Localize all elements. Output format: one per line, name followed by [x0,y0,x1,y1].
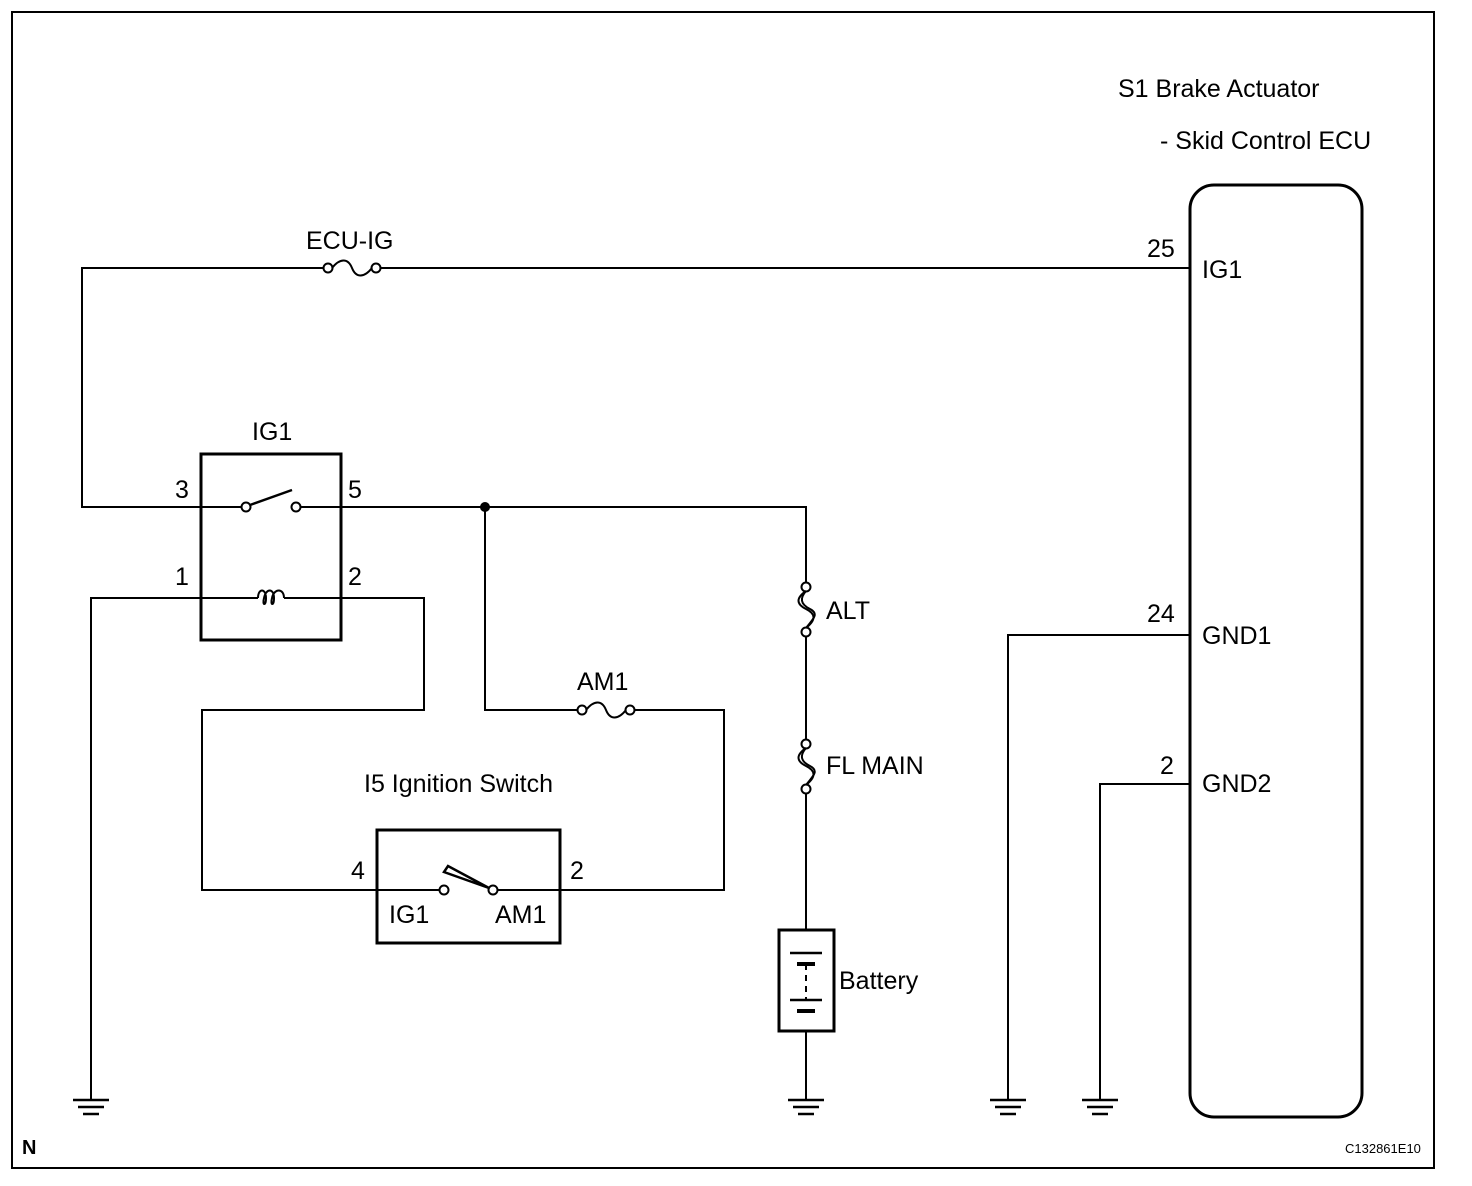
ecu-title-line2: - Skid Control ECU [1160,127,1371,155]
fuse-ecu-ig: ECU-IG [306,227,394,277]
ignition-switch: I5 Ignition Switch 4 2 IG1 AM1 [351,770,584,945]
diagram-frame [11,11,1435,1169]
ground-symbols [73,1098,1118,1116]
ignition-switch-pin4: 4 [351,857,365,885]
battery-label: Battery [839,967,919,995]
ignition-switch-contact-right [487,884,499,896]
ecu-pin-gnd1-name: GND1 [1202,622,1271,650]
ignition-switch-box [375,828,562,945]
fuse-am1-terminal-right [624,704,636,716]
ig1-relay-pin1: 1 [175,563,189,591]
wire-am1-ign2 [560,709,725,891]
ecu-pin-ig1-name: IG1 [1202,256,1242,284]
skid-control-ecu: S1 Brake Actuator - Skid Control ECU 25 … [1118,75,1371,1119]
ig1-relay-pin5: 5 [348,476,362,504]
wire-relay-5 [341,506,807,583]
fuse-alt-terminal-bottom [800,626,812,638]
wire-ecu-ig [81,267,324,508]
ignition-switch-blade [442,864,490,890]
ground-icon [73,1098,109,1116]
ignition-switch-pin2: 2 [570,857,584,885]
ig1-relay-pin3: 3 [175,476,189,504]
ecu-pin-gnd1-number: 24 [1147,600,1175,628]
fuse-fl-main-terminal-bottom [800,783,812,795]
ig1-relay-contact-right [290,501,302,513]
ig1-relay-label: IG1 [252,418,292,446]
fuse-ecu-ig-terminal-right [370,262,382,274]
wire-gnd1 [1007,634,1190,1100]
ignition-switch-title: I5 Ignition Switch [364,770,553,798]
fuse-am1-label: AM1 [577,668,628,696]
ground-icon [788,1098,824,1116]
wire-gnd2 [1099,783,1190,1100]
ignition-switch-contact-left [438,884,450,896]
ig1-relay-switch-blade [249,488,293,507]
battery-box [777,928,836,1033]
fuse-alt: ALT [797,581,870,638]
fuse-fl-main-terminal-top [800,738,812,750]
ig1-relay-contact-left [240,501,252,513]
ecu-pin-gnd2-number: 2 [1160,752,1174,780]
ground-icon [1082,1098,1118,1116]
fuse-fl-main-label: FL MAIN [826,752,924,780]
ground-icon [990,1098,1026,1116]
wire-junction-am1 [484,507,578,711]
ig1-relay: IG1 3 5 1 2 [175,418,362,642]
fuse-ecu-ig-label: ECU-IG [306,227,394,255]
figure-code: C132861E10 [1345,1141,1421,1156]
fuse-am1-terminal-left [576,704,588,716]
ig1-relay-coil [257,589,285,605]
ecu-pin-ig1-number: 25 [1147,235,1175,263]
fuse-am1-element [585,701,627,719]
ig1-relay-pin2: 2 [348,563,362,591]
ignition-switch-contact-ig1: IG1 [389,901,429,929]
ignition-switch-contact-am1: AM1 [495,901,546,929]
fuse-am1: AM1 [576,668,636,719]
ig1-relay-box [199,452,343,642]
wire-relay-2-ign4 [201,597,425,891]
fuse-fl-main: FL MAIN [797,738,924,795]
ecu-title-line1: S1 Brake Actuator [1118,75,1320,103]
fuse-ecu-ig-terminal-left [322,262,334,274]
fuse-fl-main-element-2 [800,747,816,786]
fuse-alt-terminal-top [800,581,812,593]
ecu-box [1188,183,1364,1119]
wire-relay-1-ground [90,597,201,1100]
fuse-alt-element-2 [800,590,816,629]
corner-mark: N [22,1137,36,1159]
fuse-alt-label: ALT [826,597,870,625]
junction-dot [480,502,490,512]
fuse-ecu-ig-element [331,259,373,277]
battery: Battery [777,928,919,1033]
wires [81,267,1190,1100]
ecu-pin-gnd2-name: GND2 [1202,770,1271,798]
